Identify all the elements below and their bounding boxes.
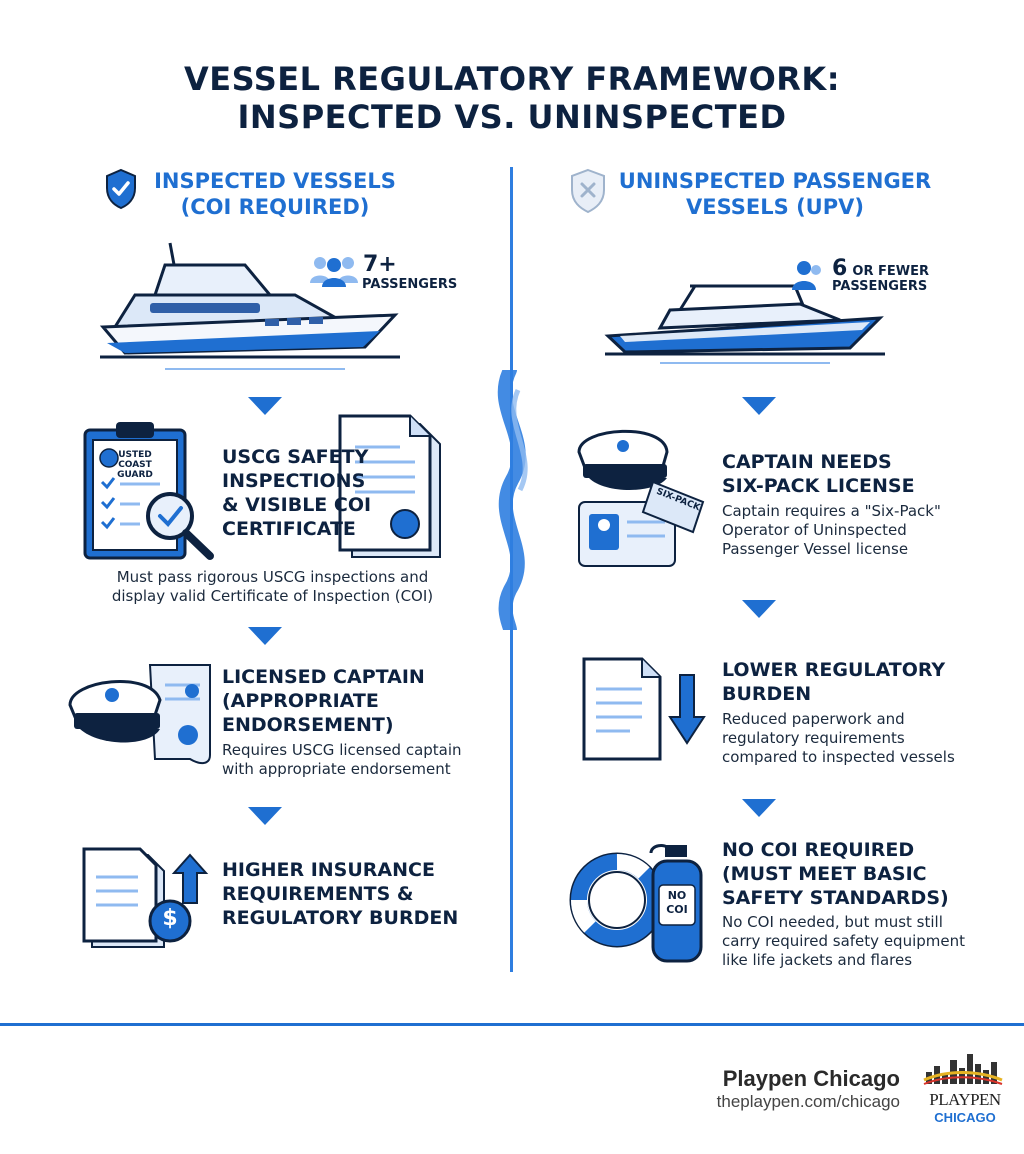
- inspected-step1-heading: USCG SAFETY INSPECTIONS & VISIBLE COI CE…: [222, 445, 392, 541]
- title-line-2: INSPECTED VS. UNINSPECTED: [237, 98, 787, 136]
- uninspected-step3-heading: NO COI REQUIRED (MUST MEET BASIC SAFETY …: [722, 838, 1002, 910]
- heading-line: BURDEN: [722, 683, 812, 705]
- body-line: Passenger Vessel license: [722, 540, 909, 558]
- inspected-passenger-count: 7+: [363, 252, 397, 277]
- uninspected-passenger-count-row: 6 OR FEWER: [832, 256, 929, 281]
- brand-url[interactable]: theplaypen.com/chicago: [716, 1092, 900, 1111]
- uninspected-step2-body: Reduced paperwork and regulatory require…: [722, 710, 992, 767]
- body-line: display valid Certificate of Inspection …: [111, 587, 434, 605]
- extinguisher-label-line: NO: [667, 889, 687, 902]
- heading-line: CAPTAIN NEEDS: [722, 451, 892, 473]
- shield-x-icon: [571, 168, 605, 214]
- heading-line: CERTIFICATE: [222, 518, 356, 540]
- body-line: with appropriate endorsement: [222, 760, 451, 778]
- body-line: like life jackets and flares: [722, 951, 913, 969]
- heading-line: ENDORSEMENT): [222, 714, 394, 736]
- footer-rule: [0, 1023, 1024, 1026]
- body-line: Operator of Uninspected: [722, 521, 907, 539]
- body-line: Captain requires a "Six-Pack": [722, 502, 941, 520]
- speedboat-illustration: [604, 284, 885, 364]
- brand-name: Playpen Chicago: [722, 1066, 900, 1091]
- captain-hat-id-card-icon: [577, 429, 705, 567]
- body-line: Requires USCG licensed captain: [222, 741, 462, 759]
- uninspected-step2-heading: LOWER REGULATORY BURDEN: [722, 658, 982, 706]
- uninspected-passenger-label: PASSENGERS: [832, 279, 928, 294]
- shield-check-icon: [106, 168, 136, 210]
- down-arrow-icon: [742, 397, 776, 415]
- inspected-header-line-2: (COI REQUIRED): [180, 195, 370, 219]
- down-arrow-icon: [742, 799, 776, 817]
- reduced-paperwork-icon: [582, 657, 706, 761]
- inspected-step2-heading: LICENSED CAPTAIN (APPROPRIATE ENDORSEMEN…: [222, 665, 482, 737]
- person-icon: [792, 261, 821, 290]
- inspected-passenger-label: PASSENGERS: [362, 277, 458, 292]
- uninspected-header-line-1: UNINSPECTED PASSENGER: [618, 169, 932, 193]
- uninspected-step3-body: No COI needed, but must still carry requ…: [722, 913, 1002, 970]
- yacht-illustration: [99, 242, 400, 370]
- clipboard-inspection-icon: [83, 422, 214, 560]
- down-arrow-icon: [248, 627, 282, 645]
- extinguisher-label: NO COI: [659, 889, 695, 917]
- heading-line: & VISIBLE COI: [222, 494, 372, 516]
- heading-line: REGULATORY BURDEN: [222, 907, 459, 929]
- inspected-step3-heading: HIGHER INSURANCE REQUIREMENTS & REGULATO…: [222, 858, 492, 930]
- certificate-document-icon: [338, 414, 441, 558]
- uninspected-header-line-2: VESSELS (UPV): [686, 195, 864, 219]
- heading-line: SIX-PACK LICENSE: [722, 475, 915, 497]
- chicago-skyline-logo-icon: [923, 1054, 1003, 1085]
- body-line: No COI needed, but must still: [722, 913, 943, 931]
- down-arrow-icon: [248, 397, 282, 415]
- down-arrow-icon: [742, 600, 776, 618]
- heading-line: USCG SAFETY: [222, 446, 369, 468]
- heading-line: LOWER REGULATORY: [722, 659, 946, 681]
- extinguisher-label-line: COI: [666, 903, 688, 916]
- heading-line: REQUIREMENTS &: [222, 883, 414, 905]
- uninspected-step1-heading: CAPTAIN NEEDS SIX-PACK LICENSE: [722, 450, 962, 498]
- heading-line: SAFETY STANDARDS): [722, 887, 949, 909]
- dollar-sign: $: [162, 906, 178, 931]
- uninspected-step1-body: Captain requires a "Six-Pack" Operator o…: [722, 502, 982, 559]
- logo-text-chicago: CHICAGO: [934, 1110, 996, 1125]
- clipboard-label: USTED COAST GUARD: [117, 450, 153, 480]
- uninspected-passenger-count: 6: [832, 256, 848, 281]
- clipboard-label-line: USTED: [118, 450, 152, 460]
- inspected-header: INSPECTED VESSELS (COI REQUIRED): [140, 168, 410, 220]
- inspected-step2-body: Requires USCG licensed captain with appr…: [222, 741, 492, 779]
- body-line: Must pass rigorous USCG inspections and: [116, 568, 429, 586]
- clipboard-label-line: COAST: [118, 460, 152, 470]
- people-group-icon: [310, 257, 358, 287]
- body-line: Reduced paperwork and: [722, 710, 905, 728]
- heading-line: INSPECTIONS: [222, 470, 366, 492]
- heading-line: (APPROPRIATE: [222, 690, 379, 712]
- down-arrow-icon: [248, 807, 282, 825]
- title-line-1: VESSEL REGULATORY FRAMEWORK:: [183, 60, 841, 98]
- heading-line: NO COI REQUIRED: [722, 839, 915, 861]
- body-line: compared to inspected vessels: [722, 748, 955, 766]
- life-ring-extinguisher-icon: [569, 844, 703, 963]
- body-line: regulatory requirements: [722, 729, 905, 747]
- heading-line: HIGHER INSURANCE: [222, 859, 435, 881]
- page-title: VESSEL REGULATORY FRAMEWORK: INSPECTED V…: [0, 60, 1024, 136]
- inspected-step1-body: Must pass rigorous USCG inspections and …: [60, 568, 485, 606]
- uninspected-passenger-suffix: OR FEWER: [852, 264, 929, 279]
- heading-line: LICENSED CAPTAIN: [222, 666, 425, 688]
- insurance-documents-icon: [82, 847, 209, 948]
- inspected-header-line-1: INSPECTED VESSELS: [154, 169, 396, 193]
- clipboard-label-line: GUARD: [117, 470, 153, 480]
- body-line: carry required safety equipment: [722, 932, 965, 950]
- heading-line: (MUST MEET BASIC: [722, 863, 927, 885]
- logo-text-playpen: PLAYPEN: [929, 1090, 1001, 1109]
- wave-decoration: [497, 370, 528, 630]
- captain-hat-license-icon: [68, 664, 211, 765]
- uninspected-header: UNINSPECTED PASSENGER VESSELS (UPV): [610, 168, 940, 220]
